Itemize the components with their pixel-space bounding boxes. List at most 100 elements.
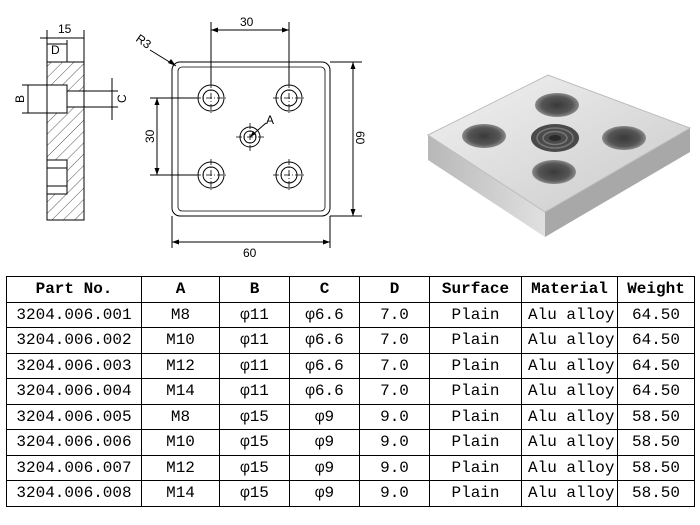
table-cell: 7.0	[359, 352, 430, 379]
table-cell: Plain	[429, 327, 522, 354]
table-cell: 9.0	[359, 454, 430, 481]
table-cell: 3204.006.003	[6, 352, 142, 379]
hole-icon	[602, 126, 646, 150]
side-dim-c: C	[115, 94, 129, 103]
table-cell: Plain	[429, 403, 522, 430]
table-cell: φ15	[219, 480, 290, 507]
table-cell: 9.0	[359, 403, 430, 430]
table-cell: Alu alloy	[521, 480, 618, 507]
table-cell: 7.0	[359, 378, 430, 405]
table-cell: 58.50	[617, 454, 695, 481]
table-cell: φ9	[289, 454, 360, 481]
center-hole-label: A	[266, 113, 274, 127]
table-cell: Alu alloy	[521, 327, 618, 354]
table-cell: M8	[141, 403, 220, 430]
table-cell: 9.0	[359, 429, 430, 456]
table-cell: φ9	[289, 403, 360, 430]
table-cell: φ6.6	[289, 327, 360, 354]
table-cell: φ11	[219, 327, 290, 354]
technical-drawing: 15 D B C	[13, 15, 692, 260]
table-cell: φ15	[219, 454, 290, 481]
table-cell: φ9	[289, 480, 360, 507]
table-cell: φ15	[219, 429, 290, 456]
table-cell: M10	[141, 327, 220, 354]
column-header: Surface	[429, 276, 522, 303]
table-cell: 64.50	[617, 352, 695, 379]
table-cell: 3204.006.002	[6, 327, 142, 354]
column-header: Material	[521, 276, 618, 303]
table-cell: φ6.6	[289, 352, 360, 379]
table-cell: φ6.6	[289, 301, 360, 328]
table-cell: 7.0	[359, 327, 430, 354]
table-cell: M14	[141, 480, 220, 507]
table-cell: Alu alloy	[521, 454, 618, 481]
side-dim-d: D	[51, 43, 60, 57]
column-header: B	[219, 276, 290, 303]
dimension-arrows	[154, 27, 356, 245]
table-cell: 64.50	[617, 327, 695, 354]
dim-right-60: 60	[353, 131, 367, 145]
table-cell: M8	[141, 301, 220, 328]
radius-label: R3	[133, 31, 154, 51]
table-cell: 3204.006.006	[6, 429, 142, 456]
table-cell: 3204.006.008	[6, 480, 142, 507]
table-cell: φ11	[219, 301, 290, 328]
table-cell: 58.50	[617, 480, 695, 507]
table-cell: 3204.006.001	[6, 301, 142, 328]
column-header: Weight	[617, 276, 695, 303]
table-cell: Alu alloy	[521, 403, 618, 430]
table-cell: Plain	[429, 301, 522, 328]
dim-top-30: 30	[240, 15, 254, 29]
table-cell: 7.0	[359, 301, 430, 328]
table-cell: Plain	[429, 352, 522, 379]
table-cell: Alu alloy	[521, 429, 618, 456]
table-cell: Plain	[429, 454, 522, 481]
side-dim-b: B	[13, 95, 27, 103]
column-header: A	[141, 276, 220, 303]
table-cell: φ11	[219, 352, 290, 379]
table-cell: 64.50	[617, 301, 695, 328]
table-cell: M14	[141, 378, 220, 405]
table-cell: M12	[141, 454, 220, 481]
table-cell: 58.50	[617, 429, 695, 456]
table-cell: φ6.6	[289, 378, 360, 405]
table-cell: Alu alloy	[521, 352, 618, 379]
hole-icon	[532, 160, 576, 184]
table-cell: 3204.006.004	[6, 378, 142, 405]
column-header: C	[289, 276, 360, 303]
hole-icon	[535, 93, 579, 117]
table-cell: Plain	[429, 429, 522, 456]
table-cell: φ11	[219, 378, 290, 405]
top-view	[149, 22, 362, 248]
table-cell: Plain	[429, 480, 522, 507]
product-render	[427, 74, 692, 237]
table-cell: Plain	[429, 378, 522, 405]
table-cell: 9.0	[359, 480, 430, 507]
table-cell: Alu alloy	[521, 301, 618, 328]
dim-left-30: 30	[143, 129, 157, 143]
table-cell: M12	[141, 352, 220, 379]
table-cell: φ9	[289, 429, 360, 456]
hole-icon	[462, 124, 506, 148]
table-cell: 3204.006.007	[6, 454, 142, 481]
column-header: D	[359, 276, 430, 303]
column-header: Part No.	[6, 276, 142, 303]
table-cell: M10	[141, 429, 220, 456]
table-cell: Alu alloy	[521, 378, 618, 405]
side-section-view	[22, 30, 118, 221]
table-cell: 64.50	[617, 378, 695, 405]
table-cell: φ15	[219, 403, 290, 430]
dim-bottom-60: 60	[243, 246, 257, 260]
side-dim-15: 15	[58, 22, 72, 36]
table-cell: 58.50	[617, 403, 695, 430]
